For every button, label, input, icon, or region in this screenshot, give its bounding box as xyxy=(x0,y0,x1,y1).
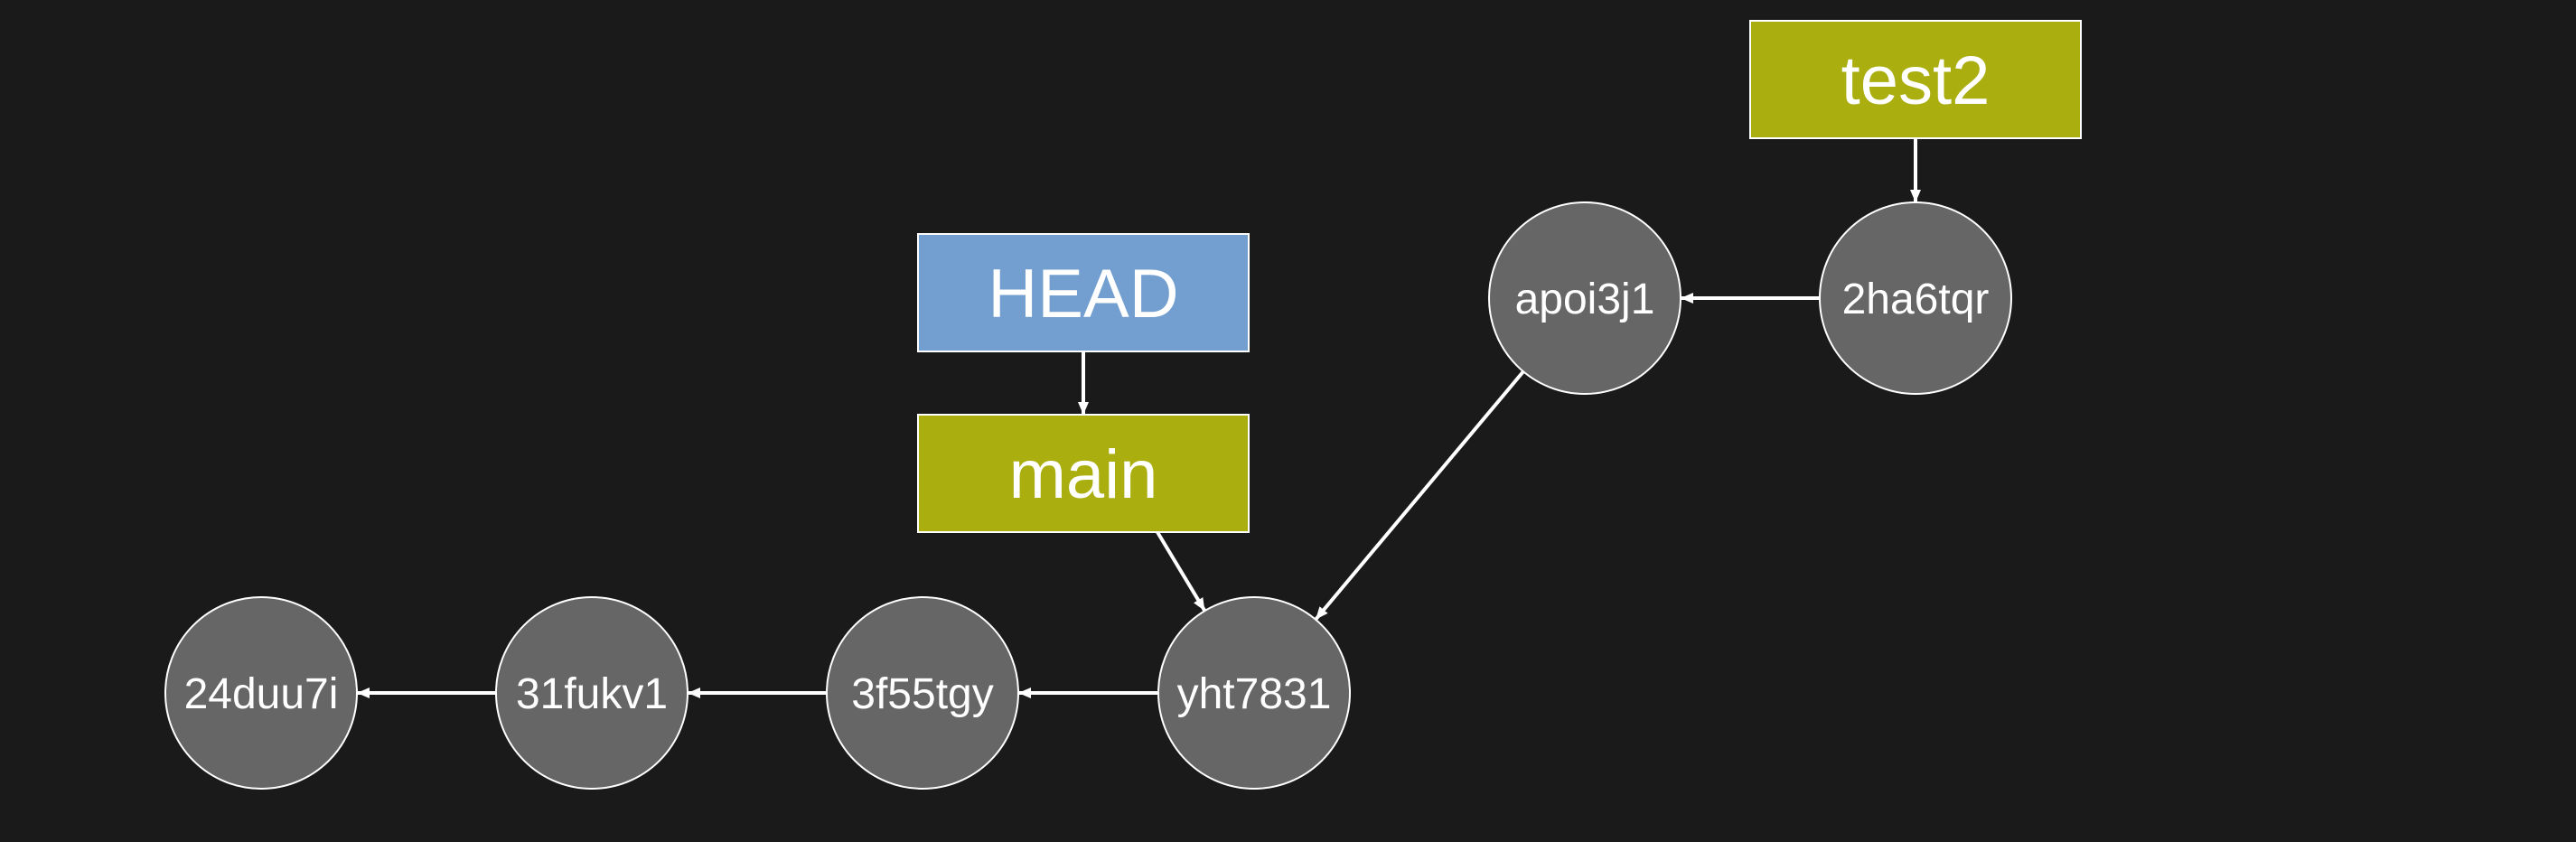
commit-node-3f55tgy[interactable]: 3f55tgy xyxy=(826,596,1019,790)
commit-circle xyxy=(826,596,1019,790)
commit-circle xyxy=(1488,201,1681,395)
ref-box xyxy=(917,233,1250,352)
commit-circle xyxy=(1157,596,1351,790)
edge-main-to-yht7831 xyxy=(1156,530,1207,613)
commit-node-2ha6tqr[interactable]: 2ha6tqr xyxy=(1819,201,2012,395)
commit-node-yht7831[interactable]: yht7831 xyxy=(1157,596,1351,790)
commit-circle xyxy=(495,596,688,790)
ref-label: HEAD xyxy=(988,256,1178,332)
ref-box xyxy=(917,414,1250,533)
commit-node-24duu7i[interactable]: 24duu7i xyxy=(164,596,358,790)
commit-label: 3f55tgy xyxy=(851,670,993,718)
ref-box xyxy=(1749,20,2082,139)
commit-node-apoi3j1[interactable]: apoi3j1 xyxy=(1488,201,1681,395)
commit-label: 2ha6tqr xyxy=(1842,276,1990,323)
commit-circle xyxy=(164,596,358,790)
commit-label: apoi3j1 xyxy=(1515,276,1655,323)
branch-ref-test2[interactable]: test2 xyxy=(1749,20,2082,139)
nodes: 24duu7i 31fukv1 3f55tgy yht7831 apoi3j1 2ha6t… xyxy=(164,20,2082,790)
ref-label: main xyxy=(1009,436,1158,513)
branch-ref-main[interactable]: main xyxy=(917,414,1250,533)
edges xyxy=(357,138,1921,698)
commit-label: yht7831 xyxy=(1177,670,1332,718)
commit-label: 31fukv1 xyxy=(516,670,668,718)
commit-node-31fukv1[interactable]: 31fukv1 xyxy=(495,596,688,790)
ref-label: test2 xyxy=(1841,42,1991,119)
edge-apoi3j1-to-yht7831 xyxy=(1314,370,1525,622)
commit-label: 24duu7i xyxy=(184,670,339,718)
commit-circle xyxy=(1819,201,2012,395)
head-ref-head[interactable]: HEAD xyxy=(917,233,1250,352)
